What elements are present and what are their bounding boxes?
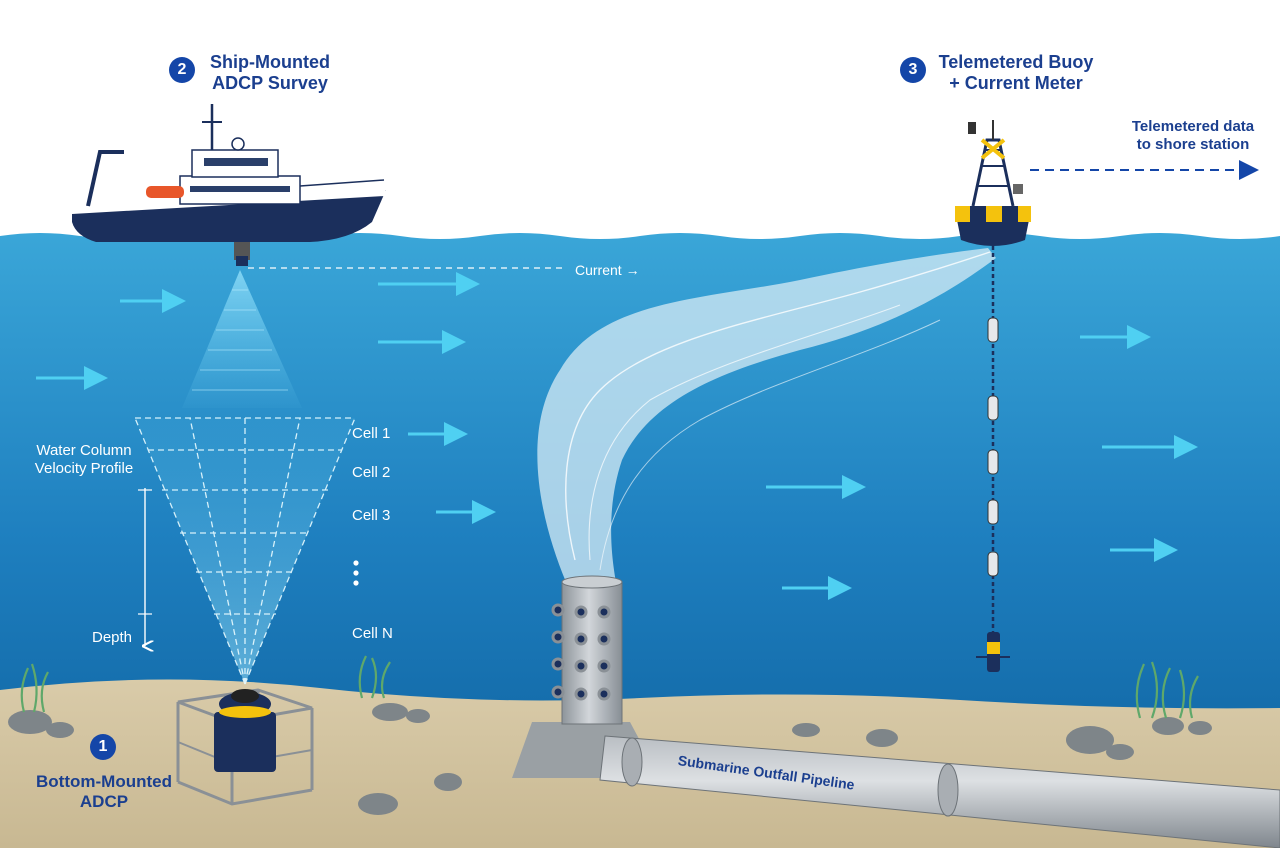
buoy-title-line2: + Current Meter bbox=[949, 73, 1083, 94]
adcp-beam-grid bbox=[134, 417, 356, 685]
ship-sonar-beam bbox=[182, 270, 302, 408]
current-label: Current → bbox=[575, 262, 640, 278]
profile-label-line1: Water Column bbox=[36, 442, 132, 459]
bottom-adcp-title: Bottom-Mounted ADCP bbox=[22, 772, 186, 812]
cell-2-label: Cell 2 bbox=[352, 464, 391, 481]
telemetry-label: Telemetered data to shore station bbox=[1118, 118, 1268, 153]
bottom-adcp-frame bbox=[176, 688, 314, 806]
ship-adcp-title-line1: Ship-Mounted bbox=[210, 52, 330, 72]
bottom-adcp-title-line2: ADCP bbox=[79, 792, 129, 812]
research-vessel bbox=[72, 104, 386, 266]
telemetry-label-line1: Telemetered data bbox=[1131, 118, 1255, 135]
ship-adcp-title: Ship-Mounted ADCP Survey bbox=[190, 52, 350, 94]
effluent-plume bbox=[537, 248, 996, 582]
profile-label: Water Column Velocity Profile bbox=[22, 442, 146, 477]
depth-label: Depth bbox=[92, 629, 133, 646]
buoy-title: Telemetered Buoy + Current Meter bbox=[926, 52, 1106, 94]
profile-label-line2: Velocity Profile bbox=[34, 459, 134, 477]
buoy-title-line1: Telemetered Buoy bbox=[938, 52, 1094, 72]
marker-3-badge: 3 bbox=[900, 57, 926, 83]
ship-adcp-title-line2: ADCP Survey bbox=[212, 73, 328, 94]
bottom-adcp-title-line1: Bottom-Mounted bbox=[36, 772, 172, 791]
cell-ellipsis bbox=[353, 560, 359, 586]
cell-3-label: Cell 3 bbox=[352, 507, 391, 524]
seabed-rocks bbox=[8, 703, 1212, 815]
diffuser-ports bbox=[551, 603, 611, 701]
marker-1-badge: 1 bbox=[90, 734, 116, 760]
cell-n-label: Cell N bbox=[352, 625, 393, 642]
telemetered-buoy bbox=[955, 120, 1031, 246]
marker-2-badge: 2 bbox=[169, 57, 195, 83]
cell-1-label: Cell 1 bbox=[352, 425, 391, 442]
telemetry-label-line2: to shore station bbox=[1136, 135, 1250, 153]
buoy-mooring bbox=[976, 246, 1010, 672]
current-arrows bbox=[36, 272, 1198, 600]
seaweed bbox=[20, 655, 1199, 719]
outfall-pipeline bbox=[599, 735, 1280, 848]
